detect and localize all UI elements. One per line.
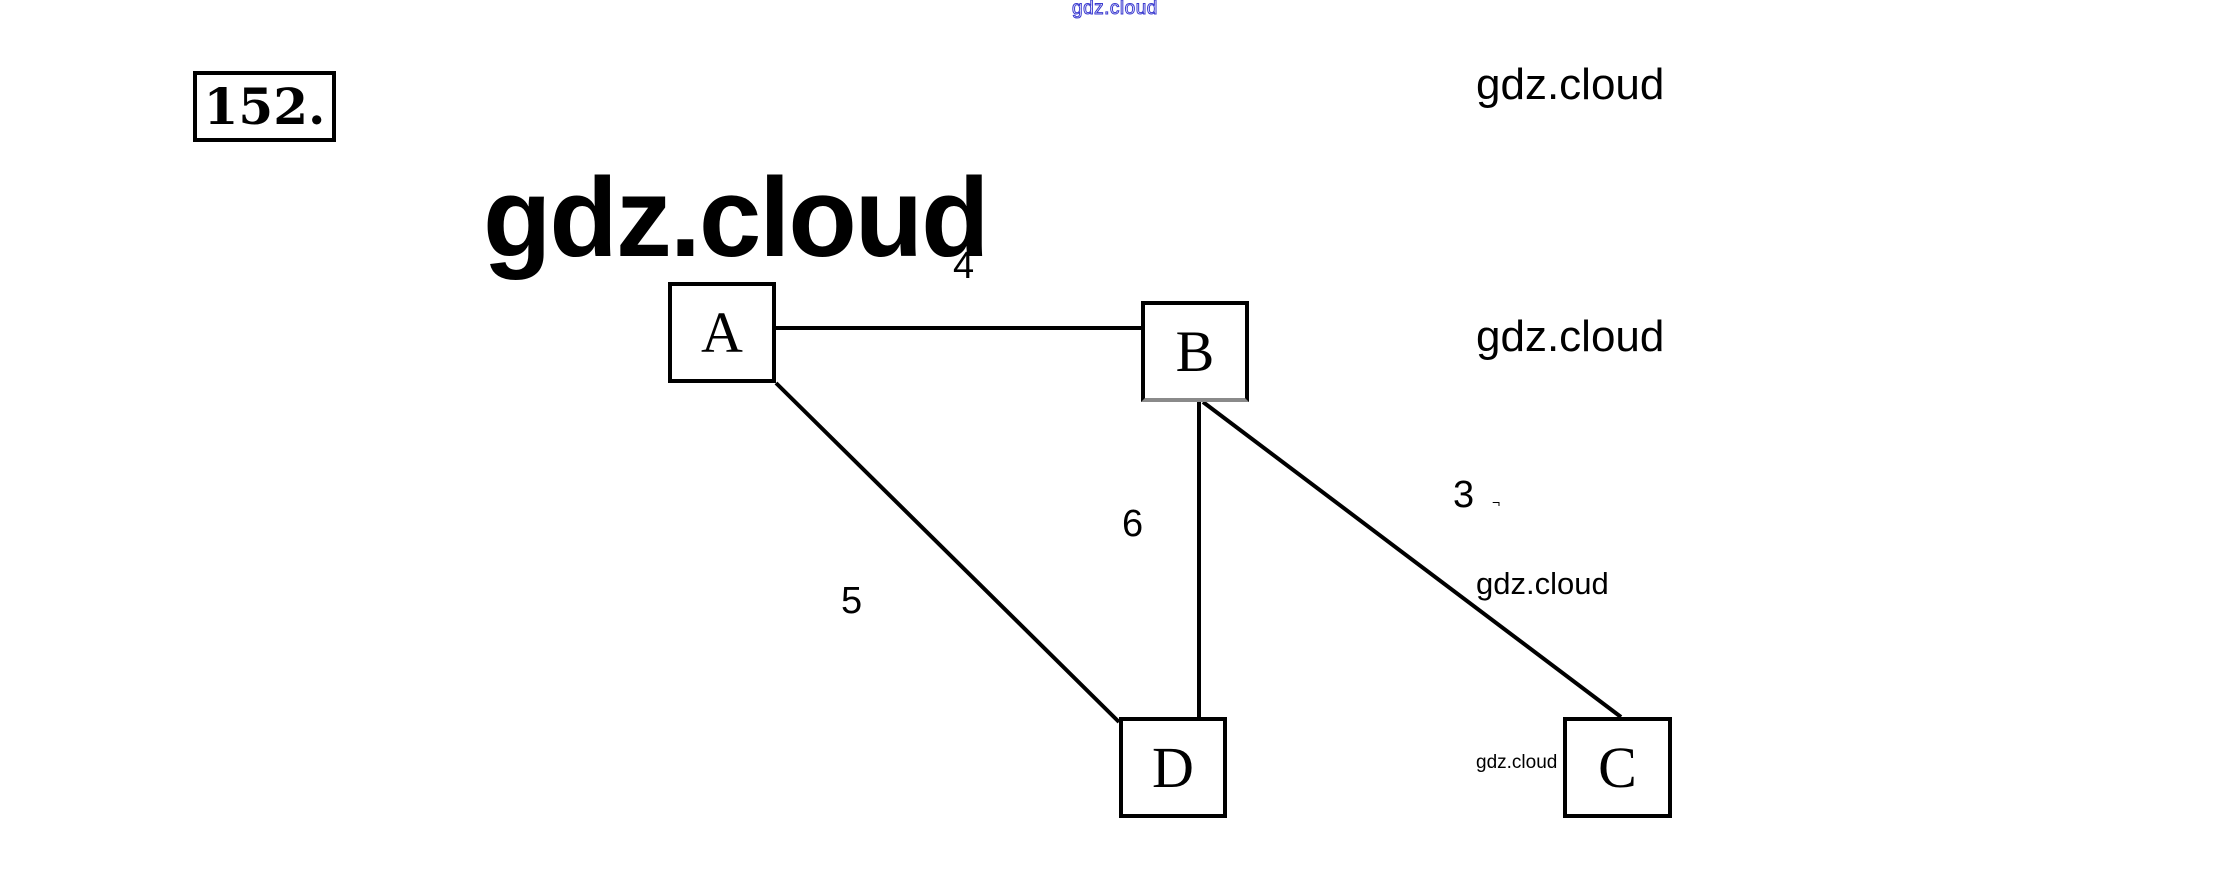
node-d: D [1119,717,1227,818]
watermark-near-c: gdz.cloud [1476,752,1558,773]
weight-label-b-c: 3 [1453,474,1475,516]
watermark-right-3: gdz.cloud [1476,566,1609,601]
problem-number: 152. [193,71,336,142]
node-a: A [668,282,776,383]
weight-label-a-d: 5 [841,580,863,622]
edge-b-c [1201,400,1623,719]
node-c: C [1563,717,1672,818]
watermark-right-1: gdz.cloud [1476,60,1665,109]
weight-label-b-d: 6 [1122,503,1144,545]
large-watermark: gdz.cloud [483,155,990,280]
watermark-right-2: gdz.cloud [1476,312,1665,361]
edge-a-d [774,381,1121,724]
node-a-label: A [701,300,743,365]
weight-label-a-b: 4 [953,245,975,287]
top-watermark: gdz.cloud [1072,0,1158,20]
stray-mark: ¬ [1492,494,1501,510]
node-d-label: D [1152,735,1194,800]
node-b-label: B [1175,319,1215,384]
node-c-label: C [1598,735,1637,800]
node-b: B [1141,301,1249,402]
